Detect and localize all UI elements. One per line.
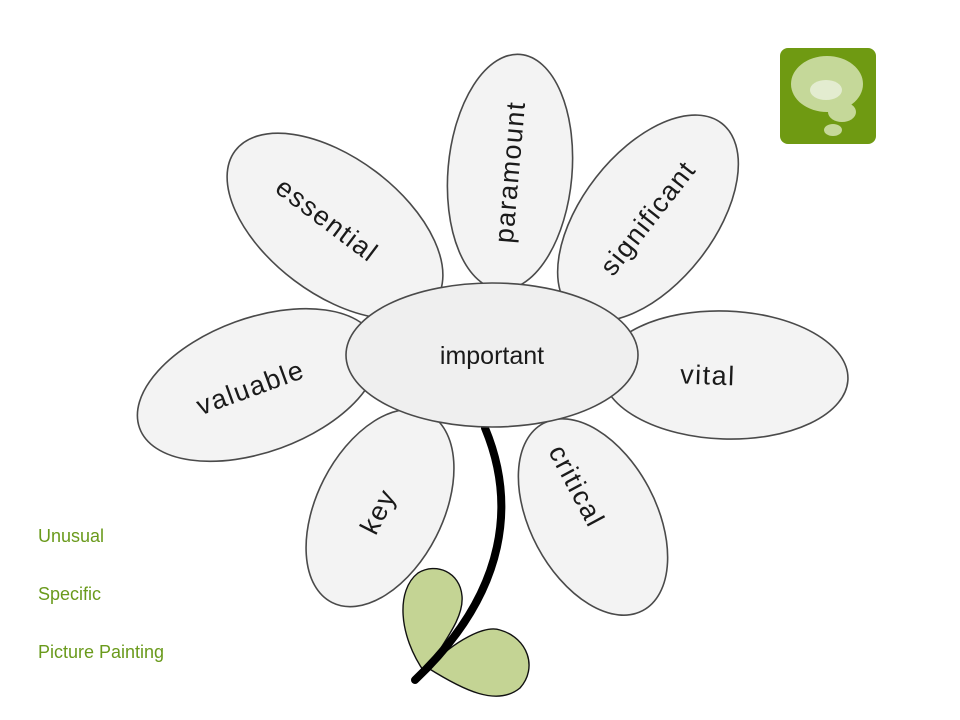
petal-paramount: paramount [446, 53, 574, 291]
petal-key: key [305, 408, 455, 608]
right-leaf [426, 628, 530, 697]
petal-essential: essential [226, 132, 444, 320]
petal-label: vital [680, 359, 737, 391]
stem [411, 424, 506, 684]
side-list: Unusual Specific Picture Painting [38, 525, 164, 699]
left-leaf [402, 568, 463, 675]
petal-vital: vital [601, 310, 849, 440]
petal-significant: significant [556, 114, 740, 322]
center-label: important [440, 342, 544, 370]
petal-valuable: valuable [136, 307, 380, 463]
flower-center: important [345, 282, 639, 428]
petal-critical: critical [517, 418, 669, 616]
side-item-specific: Specific [38, 584, 102, 604]
side-item-unusual: Unusual [38, 526, 105, 546]
side-item-picture-painting: Picture Painting [38, 642, 165, 662]
speech-bubble-icon [780, 48, 876, 144]
